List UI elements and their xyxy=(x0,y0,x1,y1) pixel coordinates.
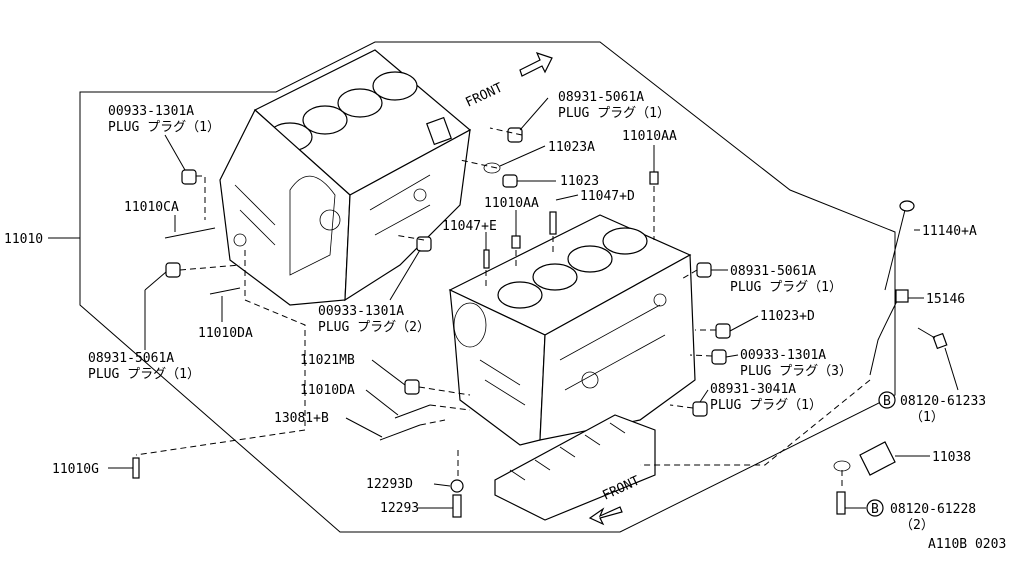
callout-08931-3041A: 08931-3041A xyxy=(710,382,796,397)
callout-13081-B: 13081+B xyxy=(274,411,329,426)
callout-08931-5061A-left: 08931-5061A xyxy=(88,351,174,366)
callout-00933-1301A-3-plug: PLUG プラグ（3） xyxy=(740,364,852,379)
callout-08931-3041A-plug: PLUG プラグ（1） xyxy=(710,398,822,413)
callout-08120-61228-qty: （2） xyxy=(900,518,934,533)
callout-00933-1301A-2: 00933-1301A xyxy=(318,304,404,319)
callout-12293D: 12293D xyxy=(366,477,413,492)
engine-block-front-view xyxy=(448,214,696,521)
dashed-leaders xyxy=(135,127,871,490)
callout-12293: 12293 xyxy=(380,501,419,516)
callout-11010AA-mid: 11010AA xyxy=(484,196,539,211)
callout-badge-1: B xyxy=(883,394,891,409)
callout-08931-5061A-right: 08931-5061A xyxy=(730,264,816,279)
callout-11010G: 11010G xyxy=(52,462,99,477)
callout-11023: 11023 xyxy=(560,174,599,189)
callout-15146: 15146 xyxy=(926,292,965,307)
badge-b-icon-1 xyxy=(878,391,896,409)
callout-11047-E: 11047+E xyxy=(442,219,497,234)
callout-11021MB: 11021MB xyxy=(300,353,355,368)
callout-11023A: 11023A xyxy=(548,140,595,155)
callout-11023-D: 11023+D xyxy=(760,309,815,324)
callout-08120-61233: 08120-61233 xyxy=(900,394,986,409)
callout-11010DA-left: 11010DA xyxy=(198,326,253,341)
callout-08931-5061A-right-plug: PLUG プラグ（1） xyxy=(730,280,842,295)
front-label-top: FRONT xyxy=(463,80,505,110)
assembly-boundary xyxy=(79,41,896,533)
callout-08120-61228: 08120-61228 xyxy=(890,502,976,517)
callout-08931-5061A-top-plug: PLUG プラグ（1） xyxy=(558,106,670,121)
callout-badge-2: B xyxy=(871,502,879,517)
badge-b-icon-2 xyxy=(866,499,884,517)
plug-parts-middle xyxy=(379,127,659,518)
callout-00933-1301A-1-plug: PLUG プラグ（1） xyxy=(108,120,220,135)
callout-11010CA: 11010CA xyxy=(124,200,179,215)
callout-11010DA-mid: 11010DA xyxy=(300,383,355,398)
callout-11038: 11038 xyxy=(932,450,971,465)
callout-11010: 11010 xyxy=(4,232,43,247)
callout-11047-D: 11047+D xyxy=(580,189,635,204)
callout-00933-1301A-1: 00933-1301A xyxy=(108,104,194,119)
engine-block-rear-view xyxy=(219,49,472,306)
diagram-code: A110B 0203 xyxy=(928,537,1006,552)
callout-08931-5061A-left-plug: PLUG プラグ（1） xyxy=(88,367,200,382)
front-arrow-top: FRONT xyxy=(463,52,553,111)
callout-08931-5061A-top: 08931-5061A xyxy=(558,90,644,105)
plug-parts-right xyxy=(692,200,948,515)
callout-00933-1301A-3: 00933-1301A xyxy=(740,348,826,363)
callout-11010AA-right: 11010AA xyxy=(622,129,677,144)
callout-11140-A: 11140+A xyxy=(922,224,977,239)
callout-00933-1301A-2-plug: PLUG プラグ（2） xyxy=(318,320,430,335)
callout-08120-61233-qty: （1） xyxy=(910,410,944,425)
